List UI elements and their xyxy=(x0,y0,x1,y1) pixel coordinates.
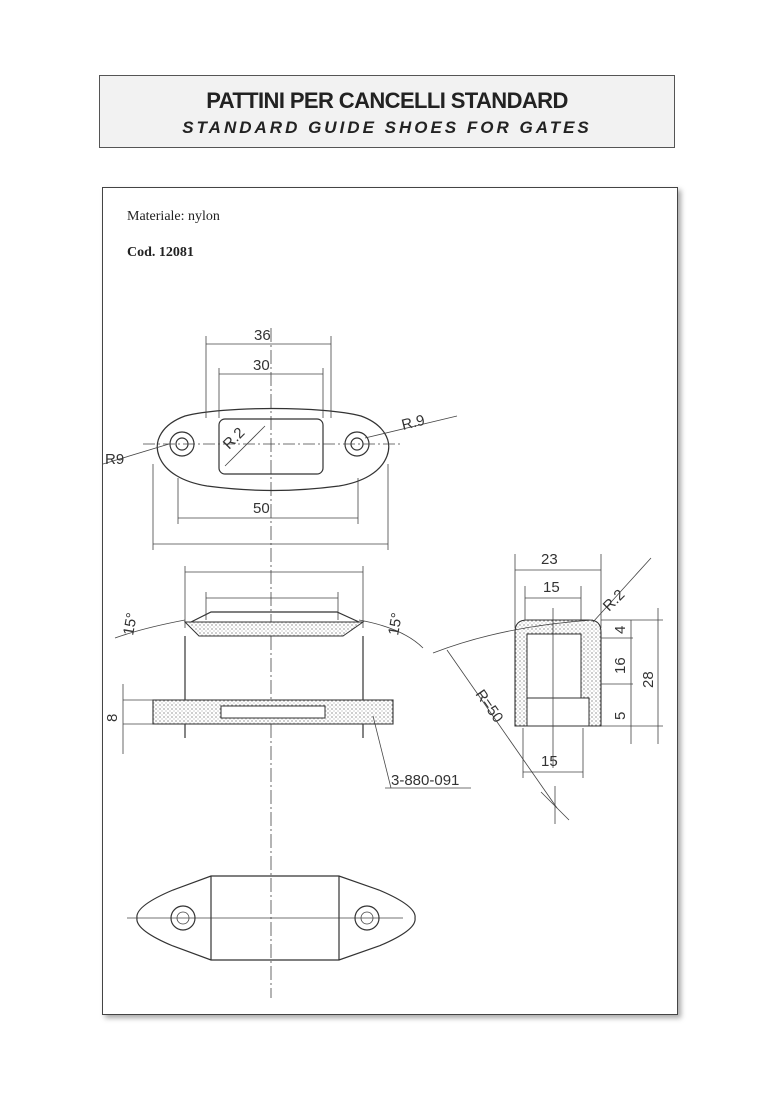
dim-15-top: 15 xyxy=(543,579,560,596)
code-label: Cod. 12081 xyxy=(127,245,194,260)
dim-30: 30 xyxy=(253,357,270,374)
technical-drawing: 36 30 R9 R.9 R.2 50 xyxy=(103,327,663,998)
top-view: 36 30 R9 R.9 R.2 50 xyxy=(103,327,458,550)
dim-4: 4 xyxy=(612,626,629,634)
dim-r2-top: R.2 xyxy=(220,424,249,453)
page-title: PATTINI PER CANCELLI STANDARD xyxy=(206,88,568,113)
dim-28: 28 xyxy=(640,671,657,688)
dim-r9-right: R.9 xyxy=(400,412,427,434)
section-view: 23 15 R.2 4 16 28 5 R=50 xyxy=(432,551,663,824)
dim-36: 36 xyxy=(254,327,271,344)
side-view: 15° 15° 8 3-880-091 xyxy=(104,566,471,789)
dim-r2-side: R.2 xyxy=(600,586,629,615)
dim-5: 5 xyxy=(612,712,629,720)
page-subtitle: STANDARD GUIDE SHOES FOR GATES xyxy=(182,118,592,137)
material-label: Materiale: nylon xyxy=(127,209,220,224)
dim-angle-right: 15° xyxy=(385,611,406,636)
dim-8: 8 xyxy=(104,714,121,722)
bottom-view xyxy=(127,875,416,961)
dim-15-bottom: 15 xyxy=(541,753,558,770)
title-box: PATTINI PER CANCELLI STANDARD STANDARD G… xyxy=(99,75,675,148)
dim-r50: R=50 xyxy=(472,687,507,726)
dim-50: 50 xyxy=(253,500,270,517)
drawing-sheet: Materiale: nylon Cod. 12081 xyxy=(102,187,678,1015)
dim-r9-left: R9 xyxy=(105,451,124,468)
dim-16: 16 xyxy=(612,657,629,674)
part-reference: 3-880-091 xyxy=(391,772,459,789)
dim-23: 23 xyxy=(541,551,558,568)
dim-angle-left: 15° xyxy=(120,611,141,636)
